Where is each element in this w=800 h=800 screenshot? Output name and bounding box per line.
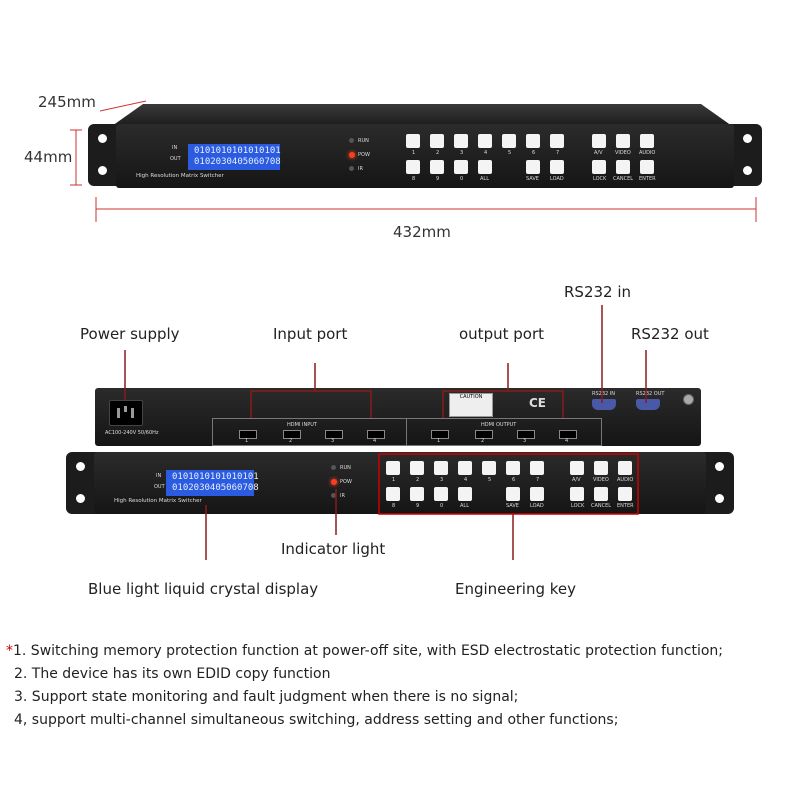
front-key-av[interactable] [592, 134, 606, 148]
key-9[interactable] [410, 487, 424, 501]
lcd-in-label: IN [172, 145, 178, 151]
front-key-9[interactable] [430, 160, 444, 174]
label-input-port: Input port [273, 325, 348, 343]
lcd-line-2: 0102030405060708 [194, 157, 281, 167]
key-7[interactable] [530, 461, 544, 475]
note-3: 3. Support state monitoring and fault ju… [14, 689, 519, 705]
lcd-screen-lower: 0101010101010101 0102030405060708 [166, 470, 259, 496]
dimension-lines [70, 100, 757, 222]
front-key-save[interactable] [526, 160, 540, 174]
label-power-supply: Power supply [80, 325, 180, 343]
led-pow-lower [331, 479, 337, 485]
rs232-in-port [592, 399, 616, 410]
ground-screw-icon [683, 394, 694, 405]
key-all[interactable] [458, 487, 472, 501]
key-video[interactable] [594, 461, 608, 475]
led-run [349, 138, 354, 143]
front-key-6[interactable] [526, 134, 540, 148]
key-audio[interactable] [618, 461, 632, 475]
label-lcd-display: Blue light liquid crystal display [88, 580, 319, 598]
front-key-3[interactable] [454, 134, 468, 148]
key-8[interactable] [386, 487, 400, 501]
key-lock[interactable] [570, 487, 584, 501]
depth-dimension: 245mm [38, 93, 96, 111]
model-text: High Resolution Matrix Switcher [136, 173, 224, 179]
rear-panel: AC100-240V 50/60Hz HDMI INPUT HDMI OUTPU… [95, 388, 701, 446]
front-key-0[interactable] [454, 160, 468, 174]
lcd-line-1: 0101010101010101 [194, 146, 281, 156]
front-panel-lower: IN OUT 0101010101010101 0102030405060708… [94, 452, 706, 514]
front-key-2[interactable] [430, 134, 444, 148]
key-4[interactable] [458, 461, 472, 475]
led-run-lower [331, 465, 336, 470]
hdmi-in-port-1 [239, 430, 257, 439]
front-key-8[interactable] [406, 160, 420, 174]
callout-lines [124, 305, 647, 560]
front-key-7[interactable] [550, 134, 564, 148]
led-ir [349, 166, 354, 171]
ce-mark: CE [529, 396, 547, 410]
front-key-lock[interactable] [592, 160, 606, 174]
front-key-all[interactable] [478, 160, 492, 174]
front-key-1[interactable] [406, 134, 420, 148]
hdmi-input-label: HDMI INPUT [287, 422, 317, 428]
hdmi-in-port-3 [325, 430, 343, 439]
power-rating-text: AC100-240V 50/60Hz [105, 430, 159, 436]
key-0[interactable] [434, 487, 448, 501]
lcd-out-label: OUT [170, 156, 181, 162]
hdmi-in-port-4 [367, 430, 385, 439]
key-load[interactable] [530, 487, 544, 501]
front-key-4[interactable] [478, 134, 492, 148]
key-1[interactable] [386, 461, 400, 475]
key-enter[interactable] [618, 487, 632, 501]
lcd-screen: 0101010101010101 0102030405060708 [188, 144, 281, 170]
rs232-out-text: RS232 OUT [636, 391, 665, 397]
hdmi-port-panel: HDMI INPUT HDMI OUTPUT 1 2 3 4 1 2 3 4 [212, 418, 602, 446]
label-rs232-out: RS232 out [631, 325, 709, 343]
width-dimension: 432mm [393, 223, 451, 241]
feature-notes: *1. Switching memory protection function… [6, 643, 800, 735]
label-output-port: output port [459, 325, 544, 343]
key-cancel[interactable] [594, 487, 608, 501]
rs232-in-text: RS232 IN [592, 391, 615, 397]
key-av[interactable] [570, 461, 584, 475]
note-4: 4, support multi-channel simultaneous sw… [14, 712, 619, 728]
hdmi-out-port-4 [559, 430, 577, 439]
front-key-load[interactable] [550, 160, 564, 174]
led-ir-lower [331, 493, 336, 498]
key-6[interactable] [506, 461, 520, 475]
power-inlet [109, 400, 143, 426]
hdmi-in-port-2 [283, 430, 301, 439]
front-panel: IN OUT 0101010101010101 0102030405060708… [116, 124, 734, 188]
front-key-cancel[interactable] [616, 160, 630, 174]
led-pow [349, 152, 355, 158]
hdmi-out-port-2 [475, 430, 493, 439]
caution-label: CAUTION [449, 393, 493, 417]
key-save[interactable] [506, 487, 520, 501]
note-1: *1. Switching memory protection function… [6, 643, 723, 659]
label-rs232-in: RS232 in [564, 283, 632, 301]
note-2: 2. The device has its own EDID copy func… [14, 666, 331, 682]
front-key-enter[interactable] [640, 160, 654, 174]
height-dimension: 44mm [24, 148, 73, 166]
front-key-5[interactable] [502, 134, 516, 148]
key-3[interactable] [434, 461, 448, 475]
device-top-lid [112, 104, 732, 126]
rs232-out-port [636, 399, 660, 410]
label-engineering-key: Engineering key [455, 580, 577, 598]
hdmi-out-port-3 [517, 430, 535, 439]
key-5[interactable] [482, 461, 496, 475]
key-2[interactable] [410, 461, 424, 475]
label-indicator-light: Indicator light [281, 540, 386, 558]
front-key-video[interactable] [616, 134, 630, 148]
hdmi-out-port-1 [431, 430, 449, 439]
hdmi-output-label: HDMI OUTPUT [481, 422, 517, 428]
front-key-audio[interactable] [640, 134, 654, 148]
